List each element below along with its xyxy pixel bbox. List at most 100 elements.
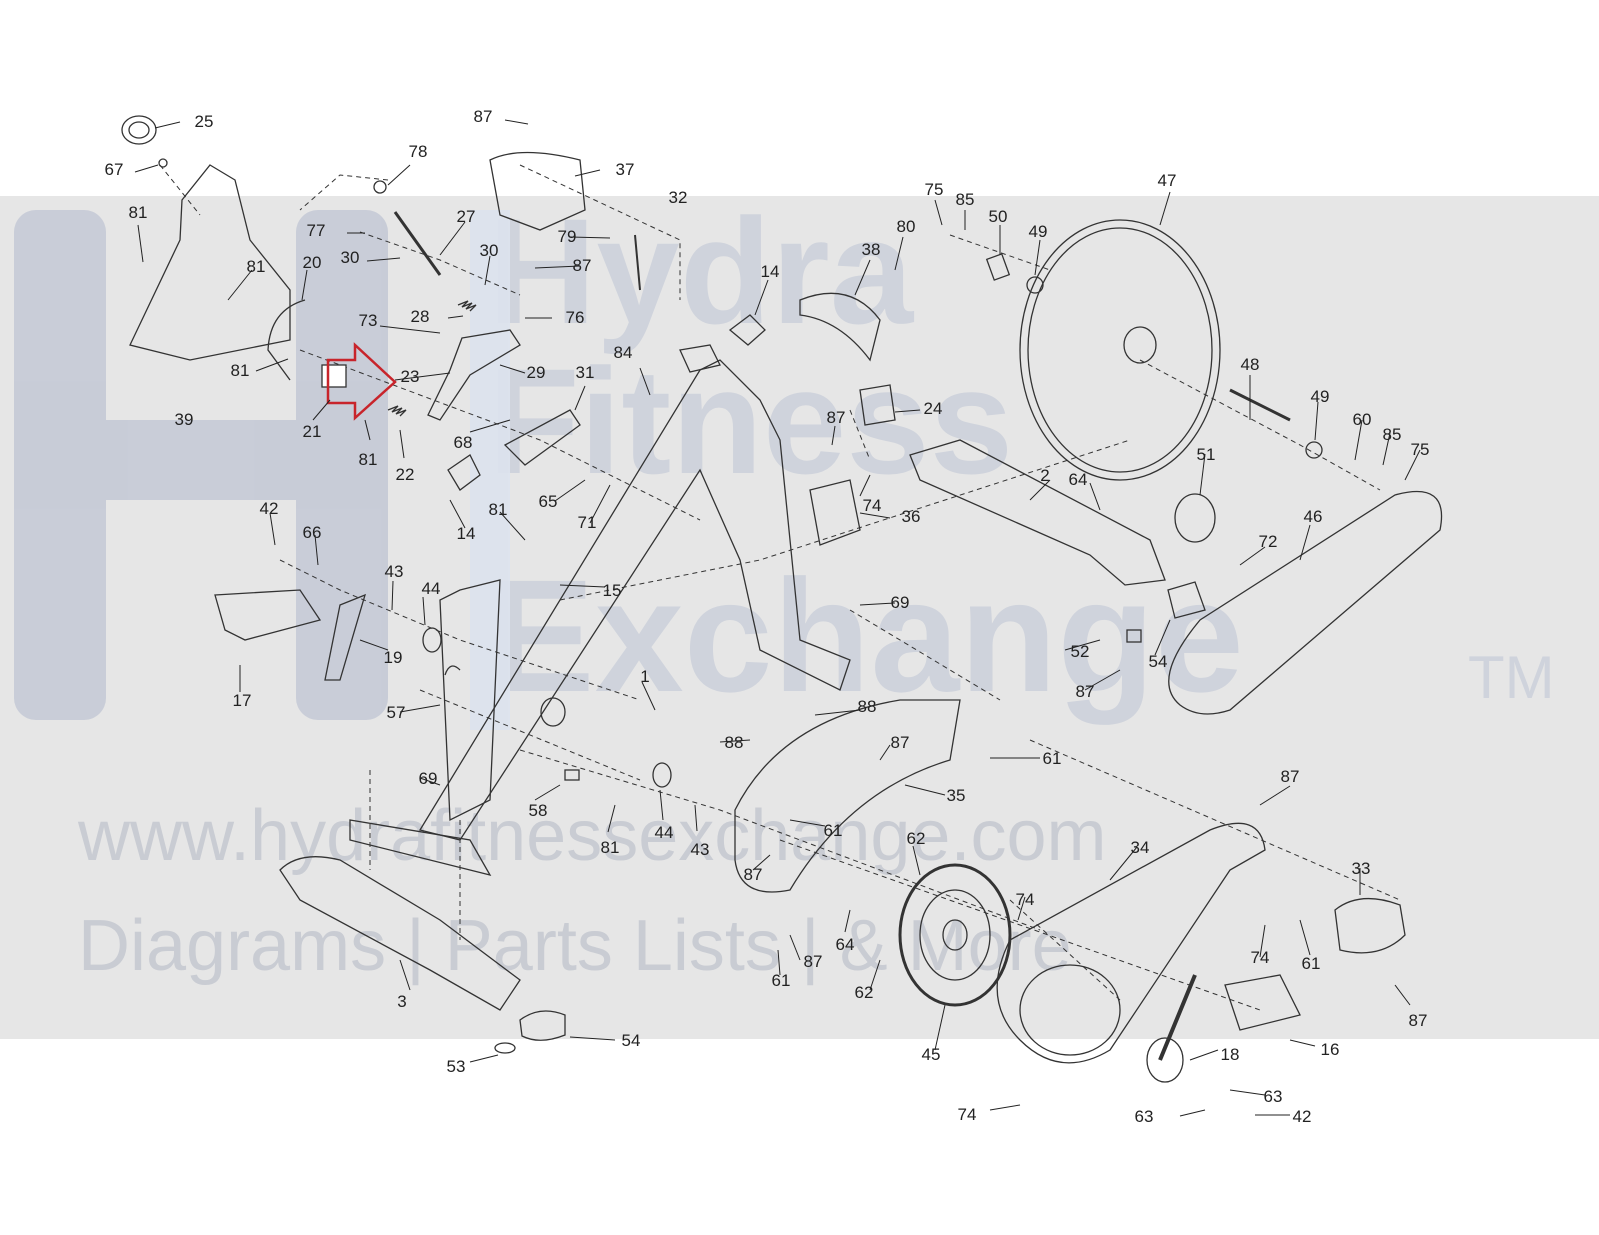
part-callout-p54b: 54 bbox=[622, 1031, 641, 1050]
part-callout-p44a: 44 bbox=[422, 579, 441, 598]
part-callout-p34: 34 bbox=[1131, 838, 1150, 857]
part-callout-p37: 37 bbox=[616, 160, 635, 179]
part-callout-p54a: 54 bbox=[1149, 652, 1168, 671]
part-callout-p36: 36 bbox=[902, 507, 921, 526]
part-callout-p28: 28 bbox=[411, 307, 430, 326]
part-callout-p74c: 74 bbox=[1251, 948, 1270, 967]
part-callout-p43a: 43 bbox=[385, 562, 404, 581]
part-callout-p64b: 64 bbox=[836, 935, 855, 954]
part-callout-p60: 60 bbox=[1353, 410, 1372, 429]
watermark-band bbox=[0, 196, 1599, 1039]
part-callout-p51: 51 bbox=[1197, 445, 1216, 464]
part-callout-p50: 50 bbox=[989, 207, 1008, 226]
part-callout-p20: 20 bbox=[303, 253, 322, 272]
part-callout-p78: 78 bbox=[409, 142, 428, 161]
part-callout-p14a: 14 bbox=[761, 262, 780, 281]
part-callout-p58: 58 bbox=[529, 801, 548, 820]
line-art bbox=[121, 115, 1443, 1083]
watermark-brand-exchange: Exchange bbox=[488, 546, 1244, 725]
watermark-website: www.hydrafitnessexchange.com bbox=[78, 796, 1107, 876]
part-callout-p62a: 62 bbox=[907, 829, 926, 848]
part-callout-p46: 46 bbox=[1304, 507, 1323, 526]
part-callout-p2: 2 bbox=[1040, 466, 1049, 485]
part-callout-p48: 48 bbox=[1241, 355, 1260, 374]
part-callout-p42a: 42 bbox=[260, 499, 279, 518]
part-callout-p52: 52 bbox=[1071, 642, 1090, 661]
watermark-trademark: TM bbox=[1468, 644, 1555, 711]
part-callout-p63a: 63 bbox=[1264, 1087, 1283, 1106]
part-callout-p15: 15 bbox=[603, 581, 622, 600]
part-callout-p87g: 87 bbox=[804, 952, 823, 971]
highlight-arrow bbox=[326, 342, 397, 421]
part-callout-p87b: 87 bbox=[573, 256, 592, 275]
part-callout-p32: 32 bbox=[669, 188, 688, 207]
part-callout-p87c: 87 bbox=[827, 408, 846, 427]
part-callout-p87h: 87 bbox=[1281, 767, 1300, 786]
part-callout-p14b: 14 bbox=[457, 524, 476, 543]
part-callout-p68: 68 bbox=[454, 433, 473, 452]
part-callout-p84: 84 bbox=[614, 343, 633, 362]
part-callout-p69a: 69 bbox=[891, 593, 910, 612]
part-callout-p62b: 62 bbox=[855, 983, 874, 1002]
part-callout-p16: 16 bbox=[1321, 1040, 1340, 1059]
part-callout-p80: 80 bbox=[897, 217, 916, 236]
part-callout-p79: 79 bbox=[558, 227, 577, 246]
part-callout-p72: 72 bbox=[1259, 532, 1278, 551]
part-callout-p21: 21 bbox=[303, 422, 322, 441]
part-callout-p19: 19 bbox=[384, 648, 403, 667]
part-callout-p74a: 74 bbox=[863, 496, 882, 515]
part-callout-p18: 18 bbox=[1221, 1045, 1240, 1064]
callout-leaders bbox=[134, 119, 1421, 1117]
part-callout-p81f: 81 bbox=[601, 838, 620, 857]
part-callout-p30a: 30 bbox=[341, 248, 360, 267]
part-callout-p81b: 81 bbox=[247, 257, 266, 276]
part-callout-p31: 31 bbox=[576, 363, 595, 382]
part-callout-p44b: 44 bbox=[655, 823, 674, 842]
part-callout-p81e: 81 bbox=[489, 500, 508, 519]
part-callout-p88a: 88 bbox=[858, 697, 877, 716]
part-callout-p47: 47 bbox=[1158, 171, 1177, 190]
part-callout-p75b: 75 bbox=[1411, 440, 1430, 459]
part-callout-p53: 53 bbox=[447, 1057, 466, 1076]
part-callout-p23: 23 bbox=[401, 367, 420, 386]
part-callout-p81d: 81 bbox=[359, 450, 378, 469]
part-callout-p87i: 87 bbox=[1409, 1011, 1428, 1030]
part-callout-p64a: 64 bbox=[1069, 470, 1088, 489]
part-callout-p76: 76 bbox=[566, 308, 585, 327]
part-callout-p73: 73 bbox=[359, 311, 378, 330]
part-callout-p24: 24 bbox=[924, 399, 943, 418]
part-callout-p74b: 74 bbox=[1016, 890, 1035, 909]
part-callout-p45: 45 bbox=[922, 1045, 941, 1064]
part-callout-p22: 22 bbox=[396, 465, 415, 484]
part-callout-p30b: 30 bbox=[480, 241, 499, 260]
part-callout-p85a: 85 bbox=[956, 190, 975, 209]
part-callout-p1: 1 bbox=[640, 667, 649, 686]
part-callout-p87e: 87 bbox=[891, 733, 910, 752]
part-callout-p39: 39 bbox=[175, 410, 194, 429]
part-callout-p29: 29 bbox=[527, 363, 546, 382]
part-callout-p63b: 63 bbox=[1135, 1107, 1154, 1126]
part-callout-p61b: 61 bbox=[824, 821, 843, 840]
part-callout-p35: 35 bbox=[947, 786, 966, 805]
part-callout-p17: 17 bbox=[233, 691, 252, 710]
part-callout-p71: 71 bbox=[578, 513, 597, 532]
part-callout-p81c: 81 bbox=[231, 361, 250, 380]
part-callout-p61a: 61 bbox=[1043, 749, 1062, 768]
part-callout-p77: 77 bbox=[307, 221, 326, 240]
part-callout-p74d: 74 bbox=[958, 1105, 977, 1124]
part-callout-p3: 3 bbox=[397, 992, 406, 1011]
part-callout-p33: 33 bbox=[1352, 859, 1371, 878]
part-callout-p43b: 43 bbox=[691, 840, 710, 859]
part-callout-p81a: 81 bbox=[129, 203, 148, 222]
watermark-brand-fitness: Fitness bbox=[488, 337, 1014, 505]
watermark-logo-mark bbox=[14, 210, 510, 730]
part-callout-p69b: 69 bbox=[419, 769, 438, 788]
part-callout-p67: 67 bbox=[105, 160, 124, 179]
part-callout-p38: 38 bbox=[862, 240, 881, 259]
part-callout-p87d: 87 bbox=[1076, 682, 1095, 701]
part-callout-p61d: 61 bbox=[772, 971, 791, 990]
part-callout-p27: 27 bbox=[457, 207, 476, 226]
